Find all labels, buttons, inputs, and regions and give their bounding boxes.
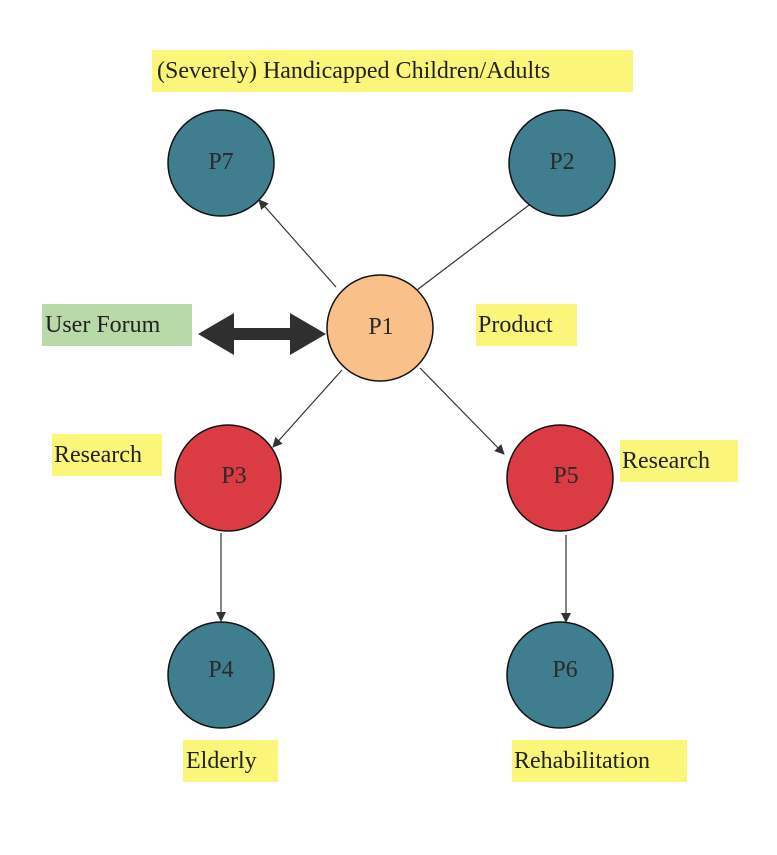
tag-user-forum-highlight [42, 304, 192, 346]
tag-rehabilitation-highlight [512, 740, 687, 782]
tag-elderly-text: Elderly [186, 748, 257, 774]
tag-user-forum: User Forum [42, 304, 192, 346]
node-p2-circle [508, 109, 616, 217]
node-p1: P1 [326, 274, 434, 382]
node-p1-circle [326, 274, 434, 382]
node-p4-label: P4 [208, 657, 233, 683]
node-p4-circle [167, 621, 275, 729]
node-p6-label: P6 [552, 657, 577, 683]
tag-research-left-text: Research [54, 442, 142, 468]
node-p7: P7 [167, 109, 275, 217]
edge-p1-p7 [258, 199, 337, 288]
tag-research-right: Research [620, 440, 738, 482]
tag-user-forum-text: User Forum [45, 312, 161, 338]
node-p4: P4 [167, 621, 275, 729]
node-p7-label: P7 [208, 149, 233, 175]
node-p5: P5 [506, 424, 614, 532]
node-p3-label: P3 [221, 463, 246, 489]
tag-product-highlight [476, 304, 577, 346]
tag-rehabilitation: Rehabilitation [512, 740, 687, 782]
node-p2-label: P2 [549, 149, 574, 175]
node-p1-label: P1 [368, 314, 393, 340]
node-p6-circle [506, 621, 614, 729]
tag-research-left: Research [52, 434, 162, 476]
node-p3: P3 [174, 424, 282, 532]
tag-product: Product [476, 304, 577, 346]
tag-research-right-highlight [620, 440, 738, 482]
tag-product-text: Product [478, 312, 553, 338]
tag-top-group-text: (Severely) Handicapped Children/Adults [157, 58, 550, 84]
tag-elderly-highlight [183, 740, 278, 782]
node-p5-circle [506, 424, 614, 532]
node-p3-circle [174, 424, 282, 532]
tag-top-group: (Severely) Handicapped Children/Adults [152, 50, 633, 92]
tag-research-left-highlight [52, 434, 162, 476]
bidirectional-arrow-icon [198, 313, 326, 355]
edge-p1-p5 [419, 367, 505, 455]
tag-elderly: Elderly [183, 740, 278, 782]
edge-p1-p2 [416, 198, 538, 291]
tag-rehabilitation-text: Rehabilitation [514, 748, 650, 774]
node-p6: P6 [506, 621, 614, 729]
node-p5-label: P5 [553, 463, 578, 489]
node-p2: P2 [508, 109, 616, 217]
node-p7-circle [167, 109, 275, 217]
tag-top-group-highlight [152, 50, 633, 92]
edge-p1-p3 [272, 369, 343, 448]
tag-research-right-text: Research [622, 448, 710, 474]
